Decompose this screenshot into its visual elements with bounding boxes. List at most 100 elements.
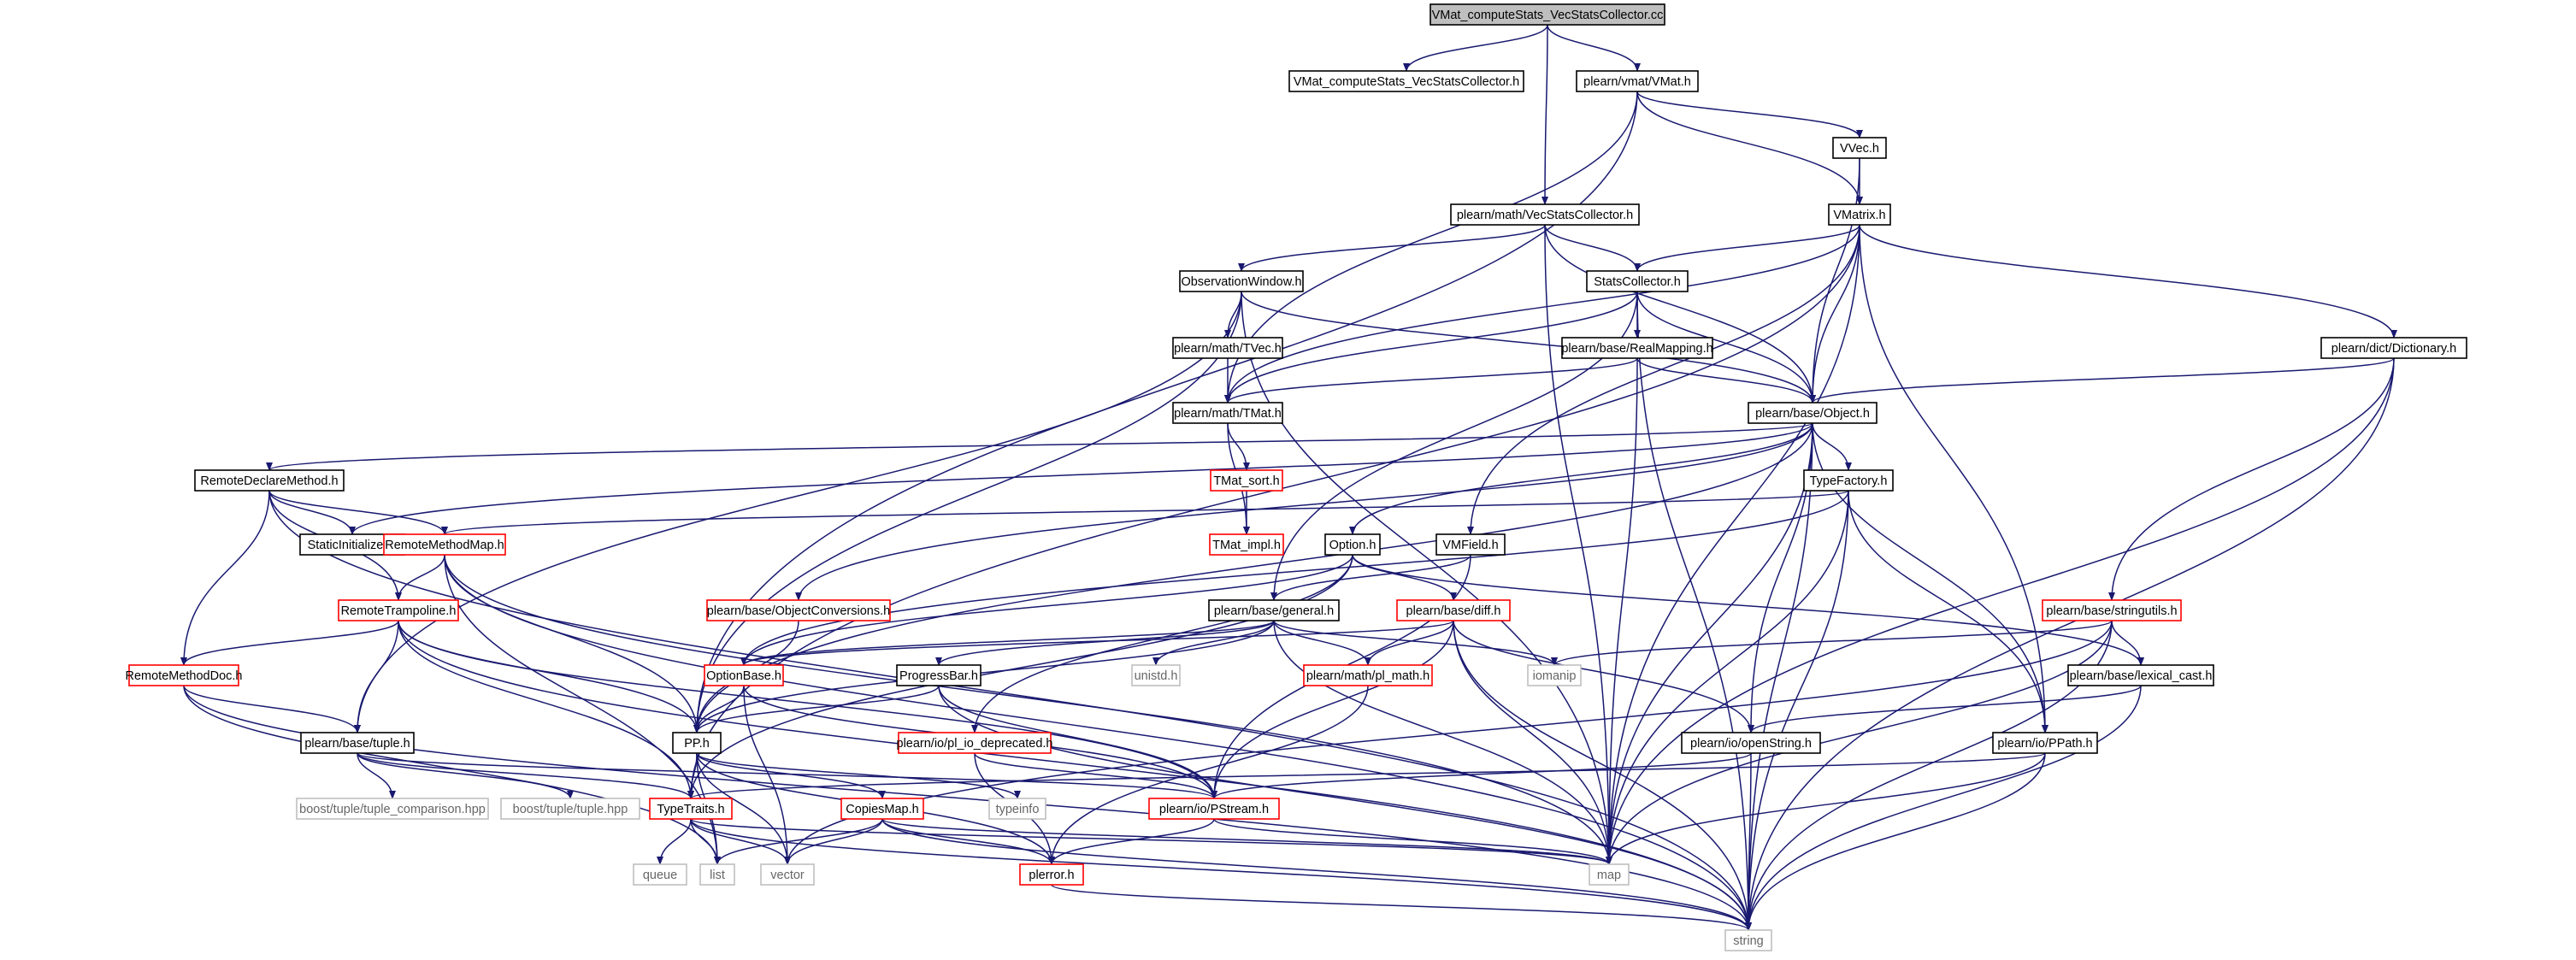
node-lexcast_h[interactable]: plearn/base/lexical_cast.h [2067, 664, 2214, 686]
node-plerror_h[interactable]: plerror.h [1019, 863, 1084, 886]
node-root[interactable]: VMat_computeStats_VecStatsCollector.cc [1429, 3, 1665, 26]
edge-vecstats_h-to-object_h [1544, 224, 1816, 403]
node-label-vvec_h: VVec.h [1840, 142, 1879, 156]
node-pstream_h[interactable]: plearn/io/PStream.h [1148, 798, 1280, 820]
node-rmdoc_h[interactable]: RemoteMethodDoc.h [125, 664, 243, 686]
edge-option_h-to-diff_h [1352, 554, 1457, 601]
node-vmatrix_h[interactable]: VMatrix.h [1828, 203, 1891, 226]
node-label-tmatimpl_h: TMat_impl.h [1212, 539, 1281, 552]
edge-typetraits_h-to-string [690, 818, 1752, 931]
node-typefactory_h[interactable]: TypeFactory.h [1803, 469, 1894, 492]
edge-ppath_h-to-string [1745, 752, 2046, 931]
node-tmatsort_h[interactable]: TMat_sort.h [1210, 469, 1283, 492]
node-realmap_h[interactable]: plearn/base/RealMapping.h [1561, 337, 1713, 359]
node-progressbar_h[interactable]: ProgressBar.h [896, 664, 981, 686]
edge-rtramp_h-to-typetraits_h [398, 620, 694, 799]
edge-pstream_h-to-map [1213, 818, 1612, 865]
edge-optionbase_h-to-vector [743, 685, 791, 865]
node-box-rmm_h [383, 533, 506, 556]
edge-copiesmap_h-to-string [881, 818, 1752, 931]
edge-root-to-vecstats_h [1541, 24, 1549, 205]
node-map: map [1589, 863, 1630, 886]
node-object_h[interactable]: plearn/base/Object.h [1748, 402, 1877, 424]
node-queue: queue [633, 863, 687, 886]
edge-object_h-to-option_h [1349, 422, 1813, 535]
edge-copiesmap_h-to-list [714, 818, 883, 865]
edge-vmatrix_h-to-tmat_h [1224, 224, 1860, 403]
node-tuplecmp_hpp: boost/tuple/tuple_comparison.hpp [296, 798, 489, 820]
node-plmath_h[interactable]: plearn/math/pl_math.h [1303, 664, 1433, 686]
edge-rmm_h-to-string [444, 554, 1752, 931]
node-obswin_h[interactable]: ObservationWindow.h [1179, 270, 1304, 292]
node-copiesmap_h[interactable]: CopiesMap.h [840, 798, 924, 820]
node-box-stringutils_h [2042, 599, 2182, 621]
edge-rtramp_h-to-pp_h [398, 620, 700, 733]
node-vmfield_h[interactable]: VMField.h [1435, 533, 1506, 556]
node-option_h[interactable]: Option.h [1324, 533, 1381, 556]
edge-copiesmap_h-to-plerror_h [881, 818, 1055, 865]
node-box-openstring_h [1681, 732, 1821, 754]
node-label-object_h: plearn/base/Object.h [1755, 407, 1870, 421]
node-openstring_h[interactable]: plearn/io/openString.h [1681, 732, 1821, 754]
node-typetraits_h[interactable]: TypeTraits.h [649, 798, 733, 820]
node-label-diff_h: plearn/base/diff.h [1406, 604, 1501, 618]
edge-vmat_h-to-vvec_h [1636, 91, 1863, 138]
node-label-rmdoc_h: RemoteMethodDoc.h [125, 669, 242, 683]
node-label-rtramp_h: RemoteTrampoline.h [341, 604, 457, 618]
node-tuple_h[interactable]: plearn/base/tuple.h [300, 732, 415, 754]
node-vecstats_h[interactable]: plearn/math/VecStatsCollector.h [1450, 203, 1640, 226]
node-statscol_h[interactable]: StatsCollector.h [1586, 270, 1689, 292]
node-tvec_h[interactable]: plearn/math/TVec.h [1172, 337, 1283, 359]
edge-pp_h-to-vector [696, 752, 791, 865]
node-rtramp_h[interactable]: RemoteTrampoline.h [338, 599, 459, 621]
node-label-openstring_h: plearn/io/openString.h [1690, 737, 1812, 751]
node-label-pstream_h: plearn/io/PStream.h [1159, 803, 1269, 816]
node-label-realmap_h: plearn/base/RealMapping.h [1561, 342, 1712, 356]
node-iomanip: iomanip [1527, 664, 1582, 686]
node-diff_h[interactable]: plearn/base/diff.h [1396, 599, 1511, 621]
edge-typefactory_h-to-map [1606, 490, 1849, 865]
node-box-tvec_h [1172, 337, 1283, 359]
node-vvec_h[interactable]: VVec.h [1832, 137, 1887, 159]
node-dict_h[interactable]: plearn/dict/Dictionary.h [2320, 337, 2467, 359]
edge-obswin_h-to-map [1241, 291, 1612, 865]
node-label-pliodep_h: plearn/io/pl_io_deprecated.h [897, 737, 1053, 751]
edge-vmat_h-to-vmatrix_h [1636, 91, 1863, 205]
edge-progressbar_h-to-pp_h [693, 685, 940, 733]
edge-vmatrix_h-to-ppath_h [1859, 224, 2048, 733]
node-label-tmat_h: plearn/math/TMat.h [1174, 407, 1282, 421]
node-general_h[interactable]: plearn/base/general.h [1208, 599, 1340, 621]
node-list: list [699, 863, 735, 886]
node-pliodep_h[interactable]: plearn/io/pl_io_deprecated.h [897, 732, 1053, 754]
edge-tuple_h-to-typetraits_h [357, 752, 694, 799]
node-box-iomanip [1527, 664, 1582, 686]
node-box-object_h [1748, 402, 1877, 424]
node-optionbase_h[interactable]: OptionBase.h [704, 664, 784, 686]
node-stringutils_h[interactable]: plearn/base/stringutils.h [2042, 599, 2182, 621]
node-label-typefactory_h: TypeFactory.h [1810, 474, 1888, 488]
node-box-statscol_h [1586, 270, 1689, 292]
node-box-map [1589, 863, 1630, 886]
edge-general_h-to-iomanip [1273, 620, 1558, 666]
node-ppath_h[interactable]: plearn/io/PPath.h [1992, 732, 2098, 754]
edge-general_h-to-map [1273, 620, 1612, 865]
node-box-pp_h [672, 732, 722, 754]
node-label-stringutils_h: plearn/base/stringutils.h [2046, 604, 2177, 618]
edge-plmath_h-to-plerror_h [1048, 685, 1369, 865]
node-vmat_compute_h[interactable]: VMat_computeStats_VecStatsCollector.h [1288, 70, 1524, 92]
node-tmatimpl_h[interactable]: TMat_impl.h [1209, 533, 1284, 556]
node-box-realmap_h [1561, 337, 1713, 359]
node-vmat_h[interactable]: plearn/vmat/VMat.h [1576, 70, 1699, 92]
node-label-typeinfo: typeinfo [996, 803, 1040, 816]
node-objconv_h[interactable]: plearn/base/ObjectConversions.h [706, 599, 891, 621]
node-rdm_h[interactable]: RemoteDeclareMethod.h [194, 469, 345, 492]
edge-vecstats_h-to-map [1544, 224, 1612, 865]
node-rmm_h[interactable]: RemoteMethodMap.h [383, 533, 506, 556]
node-pp_h[interactable]: PP.h [672, 732, 722, 754]
edge-rdm_h-to-staticinit_h [268, 490, 356, 535]
node-tmat_h[interactable]: plearn/math/TMat.h [1172, 402, 1283, 424]
edge-root-to-vmat_compute_h [1403, 24, 1548, 72]
edge-object_h-to-openstring_h [1748, 422, 1813, 733]
edge-typetraits_h-to-queue [657, 818, 692, 865]
edge-rmdoc_h-to-list [183, 685, 721, 865]
